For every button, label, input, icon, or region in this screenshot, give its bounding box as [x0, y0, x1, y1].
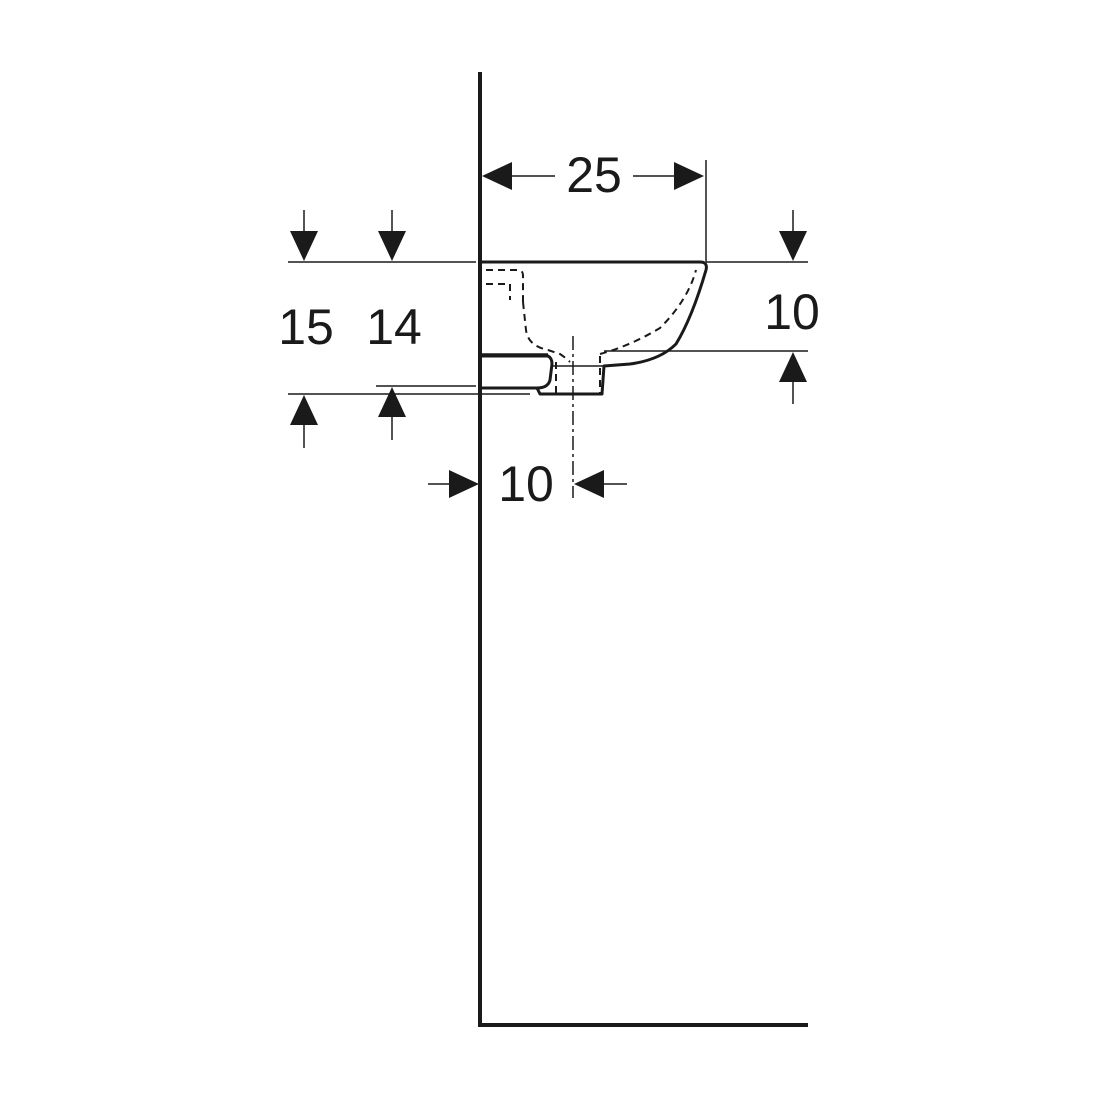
arrow-up-icon	[779, 352, 807, 382]
dimension-bowl-depth-10: 10	[764, 210, 820, 404]
overflow-outline	[486, 269, 524, 302]
dim-label-width: 25	[566, 147, 622, 203]
arrow-down-icon	[378, 231, 406, 261]
bowl-interior	[522, 269, 697, 363]
basin-body	[482, 260, 708, 396]
basin-underside	[482, 354, 554, 390]
arrow-right-icon	[449, 470, 479, 498]
arrow-up-icon	[290, 395, 318, 425]
dimension-drain-offset-10: 10	[428, 456, 627, 512]
arrow-down-icon	[290, 231, 318, 261]
overflow-inner	[486, 283, 511, 300]
dim-label-drain-offset: 10	[498, 456, 554, 512]
arrow-down-icon	[779, 231, 807, 261]
hidden-lines	[486, 269, 697, 394]
dimension-height-14: 14	[366, 210, 422, 440]
dimension-height-15: 15	[278, 210, 334, 448]
basin-outline	[482, 260, 708, 396]
dimension-width-25: 25	[482, 147, 707, 262]
arrow-left-icon	[574, 470, 604, 498]
dim-label-height-inner: 14	[366, 299, 422, 355]
arrow-left-icon	[482, 162, 512, 190]
dim-label-bowl-depth: 10	[764, 284, 820, 340]
arrow-right-icon	[674, 162, 704, 190]
dim-label-height-outer: 15	[278, 299, 334, 355]
arrow-up-icon	[378, 387, 406, 417]
drain-outlet	[555, 356, 601, 394]
